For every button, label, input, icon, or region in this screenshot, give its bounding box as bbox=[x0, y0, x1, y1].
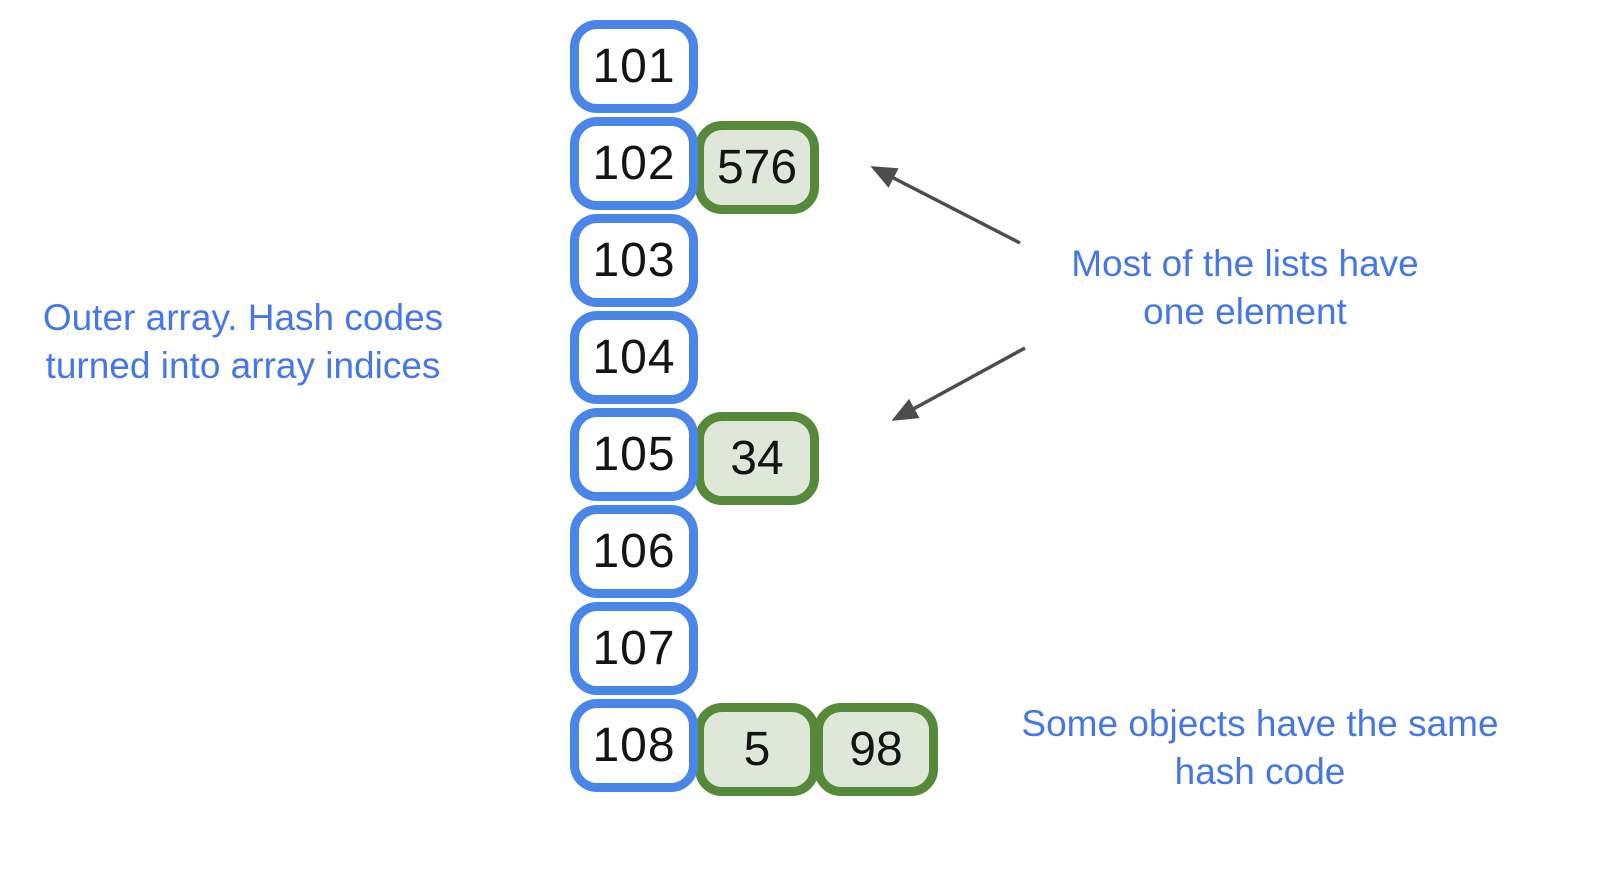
outer-array-annotation-line2: turned into array indices bbox=[45, 345, 441, 386]
chain-cell-5: 5 bbox=[695, 703, 819, 796]
array-row-102: 102 576 bbox=[570, 117, 938, 214]
array-cell-102: 102 bbox=[570, 117, 698, 210]
array-cell-108: 108 bbox=[570, 699, 698, 792]
outer-array-column: 101 102 576 103 104 105 34 106 107 108 5… bbox=[570, 20, 938, 796]
same-hash-annotation-line1: Some objects have the same bbox=[1021, 703, 1499, 744]
array-cell-104: 104 bbox=[570, 311, 698, 404]
outer-array-annotation-line1: Outer array. Hash codes bbox=[42, 297, 444, 338]
one-element-annotation-line2: one element bbox=[1143, 291, 1347, 332]
array-row-105: 105 34 bbox=[570, 408, 938, 505]
array-row-103: 103 bbox=[570, 214, 938, 307]
one-element-annotation: Most of the lists have one element bbox=[1025, 240, 1465, 336]
array-row-107: 107 bbox=[570, 602, 938, 695]
chain-cell-34: 34 bbox=[695, 412, 819, 505]
array-row-106: 106 bbox=[570, 505, 938, 598]
chain-cell-576: 576 bbox=[695, 121, 819, 214]
array-cell-106: 106 bbox=[570, 505, 698, 598]
array-row-104: 104 bbox=[570, 311, 938, 404]
array-row-108: 108 5 98 bbox=[570, 699, 938, 796]
one-element-annotation-line1: Most of the lists have bbox=[1071, 243, 1419, 284]
chain-cell-98: 98 bbox=[814, 703, 938, 796]
same-hash-annotation-line2: hash code bbox=[1174, 751, 1346, 792]
outer-array-annotation: Outer array. Hash codes turned into arra… bbox=[18, 294, 468, 390]
same-hash-annotation: Some objects have the same hash code bbox=[975, 700, 1545, 796]
array-row-101: 101 bbox=[570, 20, 938, 113]
array-cell-103: 103 bbox=[570, 214, 698, 307]
array-cell-107: 107 bbox=[570, 602, 698, 695]
array-cell-105: 105 bbox=[570, 408, 698, 501]
array-cell-101: 101 bbox=[570, 20, 698, 113]
